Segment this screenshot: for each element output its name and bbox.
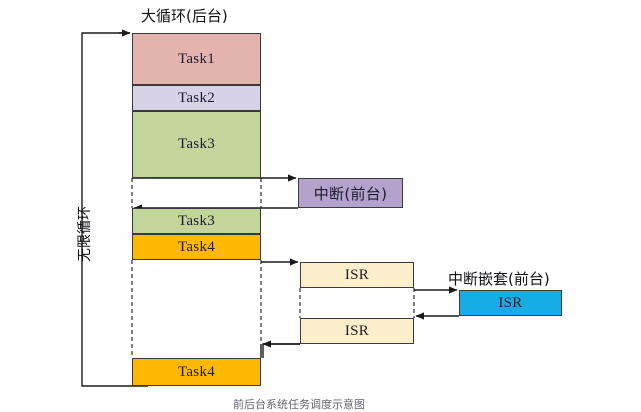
task-block-label: Task4 — [177, 238, 216, 255]
isr-column-guides — [299, 288, 415, 318]
task-block-task1: Task1 — [132, 33, 261, 85]
task-block-label: Task1 — [177, 50, 216, 67]
isr-block-label: ISR — [344, 266, 370, 283]
task-block-task4-resume: Task4 — [132, 358, 261, 386]
isr-block-first: ISR — [300, 262, 414, 288]
interrupt-block-main: 中断(前台) — [298, 178, 403, 208]
task-block-task3-resume: Task3 — [132, 208, 261, 234]
label-infinite-loop: 无限循环 — [77, 206, 93, 262]
arrow-isr-return — [262, 340, 300, 358]
task-block-label: Task4 — [177, 363, 216, 380]
task-block-task4: Task4 — [132, 234, 261, 260]
isr-block-label: ISR — [344, 322, 370, 339]
task-block-task3: Task3 — [132, 111, 261, 178]
task-column-guides — [131, 178, 262, 358]
task-block-label: Task3 — [177, 212, 216, 229]
task-block-label: Task2 — [177, 89, 216, 106]
diagram-caption: 前后台系统任务调度示意图 — [233, 398, 365, 411]
task-block-label: Task3 — [177, 136, 216, 152]
task-block-task2: Task2 — [132, 85, 261, 111]
title-big-loop: 大循环(后台) — [141, 7, 228, 25]
isr-block-resume: ISR — [300, 318, 414, 344]
interrupt-block-label: 中断(前台) — [313, 184, 388, 203]
isr-block-label: ISR — [498, 294, 523, 311]
title-nested-interrupt: 中断嵌套(前台) — [448, 270, 550, 288]
isr-block-nested: ISR — [459, 290, 562, 316]
infinite-loop-bracket — [81, 29, 148, 387]
